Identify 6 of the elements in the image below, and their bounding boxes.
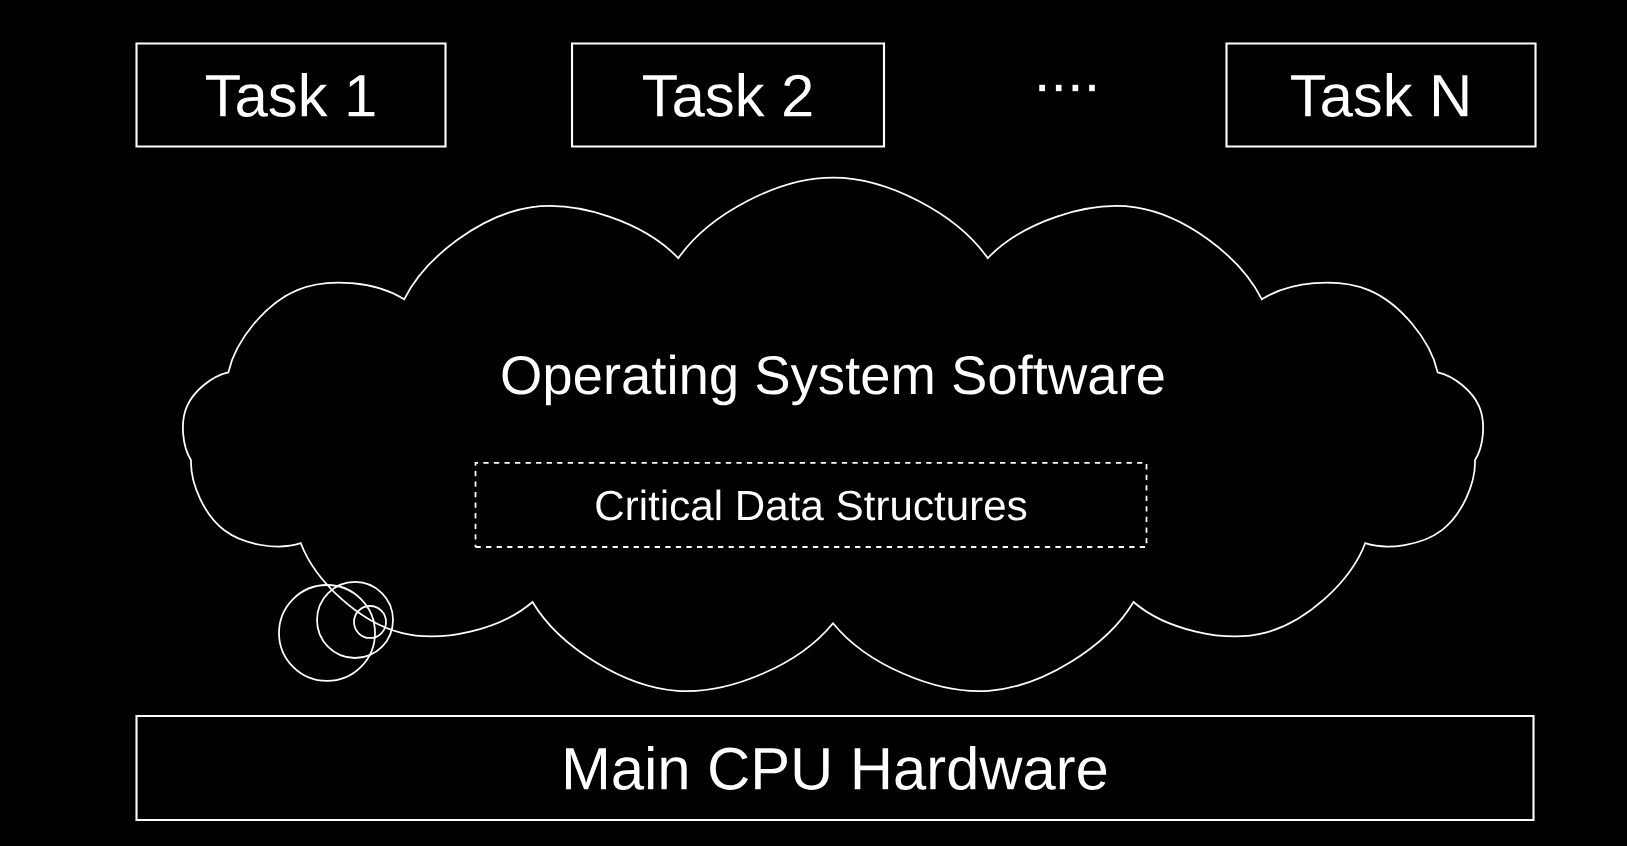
process-box: Task 1 [135, 42, 447, 148]
ellipsis-text: .... [1039, 84, 1095, 92]
process-box: Main CPU Hardware [135, 714, 1535, 822]
process-box: Task N [1225, 42, 1537, 148]
process-box: Task 2 [570, 42, 886, 148]
dashed-box: Critical Data Structures [474, 462, 1148, 548]
